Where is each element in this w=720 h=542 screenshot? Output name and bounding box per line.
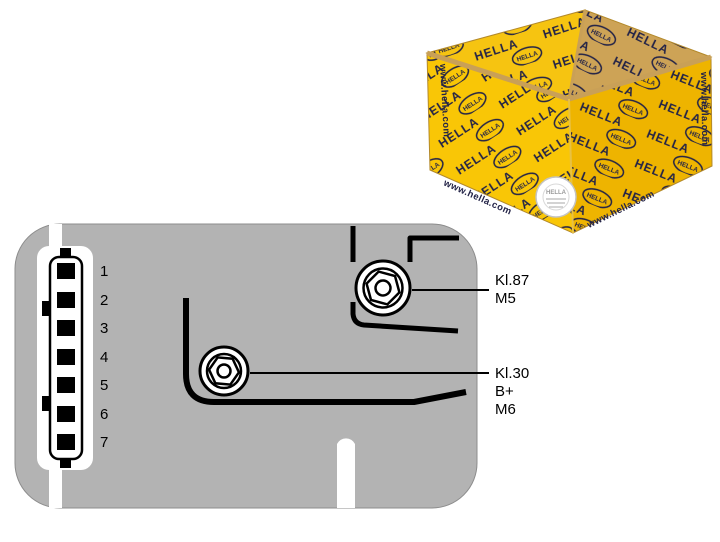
terminal-label-kl30-size: M6 — [495, 401, 516, 418]
connector-top-tab — [60, 248, 71, 258]
terminal-nut-kl87 — [354, 259, 412, 317]
mounting-slot — [337, 438, 355, 508]
channel-top-slot — [49, 224, 62, 252]
pin — [57, 292, 75, 308]
pin — [57, 320, 75, 336]
pin-number: 6 — [100, 406, 108, 423]
connector-side-tab — [42, 301, 51, 316]
pin-number: 3 — [100, 320, 108, 337]
pin — [57, 349, 75, 365]
pin-number: 5 — [100, 377, 108, 394]
terminal-label-kl87-size: M5 — [495, 290, 516, 307]
box-front-corner-edge — [568, 98, 574, 234]
pin — [57, 263, 75, 279]
busbar — [407, 235, 459, 262]
pin-number: 2 — [100, 292, 108, 309]
pin — [57, 377, 75, 393]
website-text: www.hella.com — [437, 63, 452, 138]
terminal-label-kl30: Kl.30 — [495, 365, 529, 382]
hella-box: www.hella.com www.hella.com www.hella.co… — [425, 9, 713, 234]
hex-nut — [207, 356, 241, 386]
terminal-label-kl87: Kl.87 — [495, 272, 529, 289]
relay-pinout-diagram: 1 2 3 4 5 6 7 — [14, 223, 529, 509]
busbar — [350, 302, 459, 334]
connector-side-tab — [42, 396, 51, 411]
terminal-nut-kl30 — [198, 345, 250, 397]
hex-nut — [365, 270, 401, 306]
website-text: www.hella.com — [698, 71, 710, 146]
hella-round-logo: HELLA — [535, 176, 577, 218]
pin-numbers: 1 2 3 4 5 6 7 — [100, 263, 108, 451]
hella-logo-text: HELLA — [546, 190, 567, 196]
pin-number: 1 — [100, 263, 108, 280]
pin — [57, 406, 75, 422]
pin-number: 7 — [100, 434, 108, 451]
connector-bottom-tab — [60, 458, 71, 468]
terminal-label-kl30-bplus: B+ — [495, 383, 514, 400]
connector-pins — [57, 263, 75, 450]
pin — [57, 434, 75, 450]
pin-number: 4 — [100, 349, 108, 366]
channel-bottom-slot — [49, 466, 62, 508]
box-lid-seam — [567, 9, 587, 100]
busbar — [183, 298, 467, 405]
